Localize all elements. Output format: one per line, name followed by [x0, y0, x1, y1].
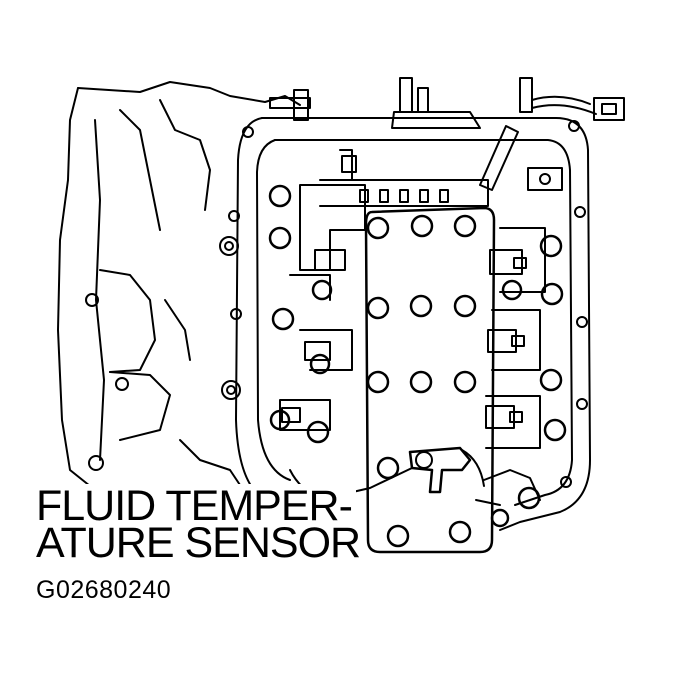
transmission-case [57, 81, 301, 501]
fluid-temperature-sensor [408, 446, 485, 494]
callout-label-line2: ATURE SENSOR [34, 521, 365, 566]
valve-body-bolts [366, 214, 477, 548]
figure-id: G02680240 [36, 576, 172, 604]
perimeter-bolts [268, 184, 567, 528]
valve-body-plate [364, 206, 496, 554]
valve-body-sides [279, 149, 546, 449]
top-fittings [269, 77, 625, 191]
